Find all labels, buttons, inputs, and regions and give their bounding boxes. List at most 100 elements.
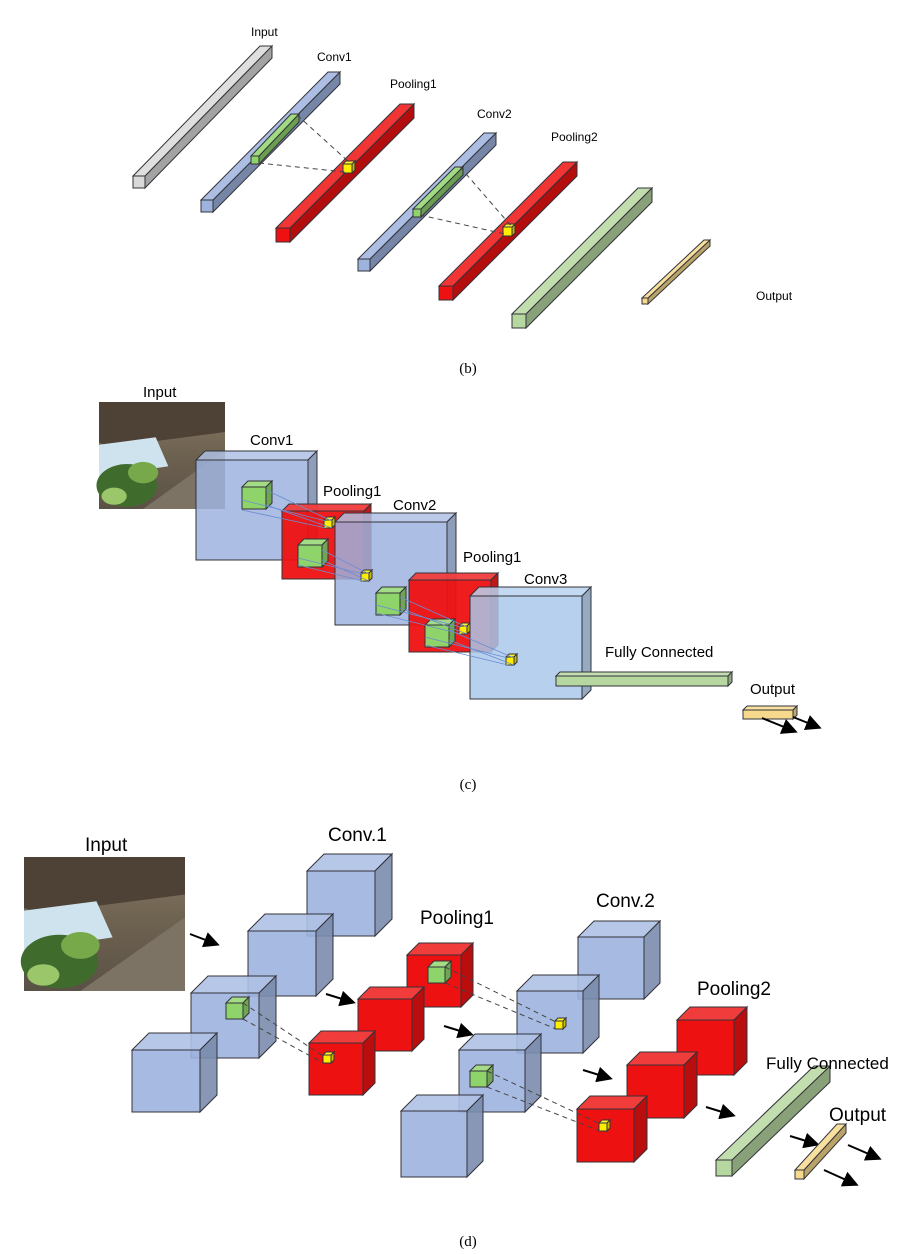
arrow-icon (705, 1103, 736, 1120)
output-bar (793, 1122, 848, 1181)
output-bar (640, 238, 712, 306)
photo-bridge-deck (24, 857, 185, 914)
conv2-cell (359, 568, 374, 583)
connector (321, 559, 370, 582)
label-conv1: Conv1 (317, 50, 352, 64)
label-pooling1: Pooling1 (323, 483, 381, 500)
label-pooling1-second: Pooling1 (463, 549, 521, 566)
panel-c (96, 402, 822, 734)
output-block-top (741, 705, 799, 711)
conv2-cell (553, 1016, 568, 1031)
connector (265, 489, 333, 522)
pooling1-cell-front (322, 1054, 332, 1064)
conv1-kernel-front (250, 155, 260, 165)
label-input: Input (251, 25, 278, 39)
label-input: Input (143, 384, 177, 401)
connector (486, 1086, 601, 1132)
label-pooling1: Pooling1 (390, 77, 437, 91)
connector (242, 1018, 324, 1064)
output-bar-top (640, 239, 712, 299)
arrow-icon (792, 715, 822, 730)
pooling1-kernel (426, 959, 453, 985)
panel-d (20, 852, 882, 1187)
panel-d-labels: Input Conv.1 Pooling1 Conv.2 Pooling2 Fu… (85, 825, 889, 1250)
conv2-kernel-front (297, 544, 323, 568)
output-bar-side (647, 238, 711, 306)
pooling1-cube (307, 1029, 377, 1097)
pooling2-cell-front (502, 226, 513, 237)
arrow-icon (582, 1066, 613, 1083)
pooling1-cube-side (362, 1029, 376, 1097)
conv2-kernel (468, 1063, 495, 1089)
fully-connected-bar-front (715, 1159, 733, 1177)
connector (419, 214, 506, 235)
connector (265, 504, 333, 529)
label-conv3: Conv3 (524, 571, 567, 588)
connector (297, 557, 364, 575)
connector (444, 966, 557, 1023)
fully-connected-bar (510, 186, 654, 330)
label-output: Output (750, 681, 796, 698)
pooling2-bar-front (438, 285, 454, 301)
fully-connected-bar-front (511, 313, 527, 329)
fully-connected-bar (714, 1064, 832, 1178)
pooling2-cube (575, 1094, 649, 1164)
label-conv1: Conv1 (250, 432, 293, 449)
photo-foliage-light (127, 461, 159, 484)
output-bar-front (794, 1169, 805, 1180)
conv1-cube (130, 1031, 219, 1114)
caption-d: (d) (459, 1234, 477, 1250)
conv1-bar-front (200, 199, 214, 213)
arrow-icon (789, 1132, 820, 1149)
output-bar-top (793, 1123, 848, 1171)
pooling1-cell-front (342, 163, 353, 174)
conv1-kernel (240, 479, 274, 511)
panel-c-labels: Input Conv1 Pooling1 Conv2 Pooling1 Conv… (143, 384, 796, 793)
pooling2-block-top (407, 572, 500, 581)
pooling2-cell-front (598, 1122, 608, 1132)
label-output: Output (756, 289, 793, 303)
pooling2-cell (457, 621, 472, 636)
photo-embankment (80, 917, 185, 991)
output-block-front (742, 709, 794, 720)
conv3-block-top (468, 586, 593, 597)
photo-bridge-deck (99, 402, 225, 447)
fully-connected-block-top (554, 671, 734, 677)
pooling1-cube-side (460, 941, 474, 1009)
caption-b: (b) (459, 361, 477, 377)
conv2-bar-front (357, 258, 371, 272)
pooling2-kernel (374, 585, 408, 617)
connector (258, 162, 346, 173)
connector (375, 612, 462, 635)
label-pooling2: Pooling2 (551, 130, 598, 144)
conv2-kernel (411, 165, 465, 219)
fully-connected-bar-top (714, 1065, 832, 1161)
label-conv1: Conv.1 (328, 825, 387, 846)
panel-b (131, 44, 712, 330)
pooling1-cell (341, 159, 357, 175)
arrow-icon (443, 1022, 474, 1039)
connector (242, 1002, 324, 1057)
pooling2-cube-front (576, 1108, 635, 1163)
label-conv2: Conv2 (393, 497, 436, 514)
pooling2-kernel-front (375, 592, 401, 616)
output-bar-front (641, 297, 649, 305)
conv2-cell-front (554, 1020, 564, 1030)
photo-foliage-bright (101, 487, 127, 505)
label-fully-connected: Fully Connected (766, 1054, 889, 1073)
pooling2-cell (597, 1118, 612, 1133)
connector (448, 639, 515, 666)
conv2-cube (399, 1093, 485, 1179)
conv2-cube-front (400, 1110, 468, 1178)
label-conv2: Conv.2 (596, 891, 655, 912)
label-pooling2: Pooling2 (697, 979, 771, 1000)
connector (399, 607, 468, 635)
pooling1-kernel-front (427, 966, 446, 984)
conv1-kernel (249, 112, 301, 166)
photo-foliage-bright (27, 964, 60, 986)
arrow-icon (823, 1169, 859, 1187)
connector (321, 549, 370, 575)
conv2-kernel-front (469, 1070, 488, 1088)
connector (424, 644, 509, 666)
